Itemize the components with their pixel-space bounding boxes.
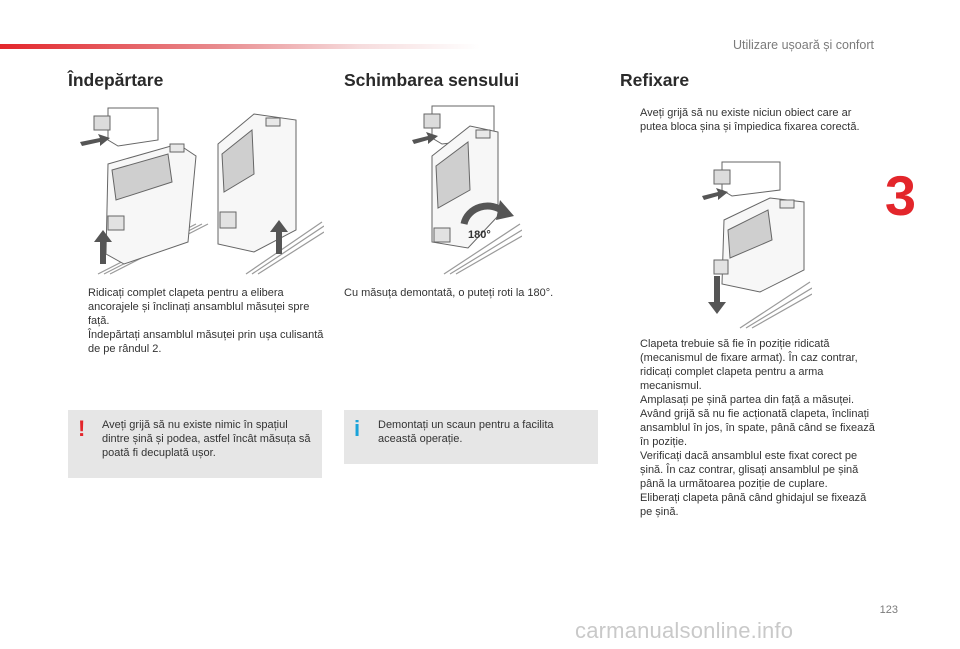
rotation-text: Cu măsuța demontată, o puteți roti la 18… [344,287,554,299]
warning-text: Aveți grijă să nu existe nimic în spațiu… [102,419,311,459]
section-title-refit: Refixare [620,70,690,90]
section-title-change-direction: Schimbarea sensului [344,70,520,90]
section-title-removal: Îndepărtare [68,70,164,90]
refit-precaution: Aveți grijă să nu existe niciun obiect c… [620,106,866,134]
section-change-direction: Schimbarea sensului [344,70,600,101]
list-item: Având grijă să nu fie acționată clapeta,… [640,408,875,448]
page-number: 123 [879,604,898,616]
chapter-number: 3 [884,164,916,227]
info-text: Demontați un scaun pentru a facilita ace… [378,419,554,445]
removal-steps: Ridicați complet clapeta pentru a eliber… [68,286,324,356]
info-icon: i [354,416,361,441]
list-item: Aveți grijă să nu existe niciun obiect c… [640,107,860,133]
list-item: Îndepărtați ansamblul măsuței prin ușa c… [88,329,324,355]
info-note: i Demontați un scaun pentru a facilita a… [344,410,598,464]
section-removal: Îndepărtare [68,70,324,101]
list-item: Verificați dacă ansamblul este fixat cor… [640,450,859,490]
list-item: Amplasați pe șină partea din față a măsu… [640,394,855,406]
list-item: Eliberați clapeta până când ghidajul se … [640,492,867,518]
watermark: carmanualsonline.info [575,618,794,643]
rotation-label: 180° [468,229,491,241]
section-title: Utilizare ușoară și confort [732,38,874,52]
section-refit: Refixare [620,70,882,101]
warning-icon: ! [78,416,86,441]
refit-illustration [700,160,812,330]
list-item: Clapeta trebuie să fie în poziție ridica… [640,338,858,392]
warning-note: ! Aveți grijă să nu existe nimic în spaț… [68,410,322,478]
header-accent-bar [0,44,480,49]
list-item: Ridicați complet clapeta pentru a eliber… [88,287,310,327]
removal-illustration [78,104,324,276]
rotation-illustration: 180° [410,104,522,276]
refit-steps: Clapeta trebuie să fie în poziție ridica… [620,337,876,519]
